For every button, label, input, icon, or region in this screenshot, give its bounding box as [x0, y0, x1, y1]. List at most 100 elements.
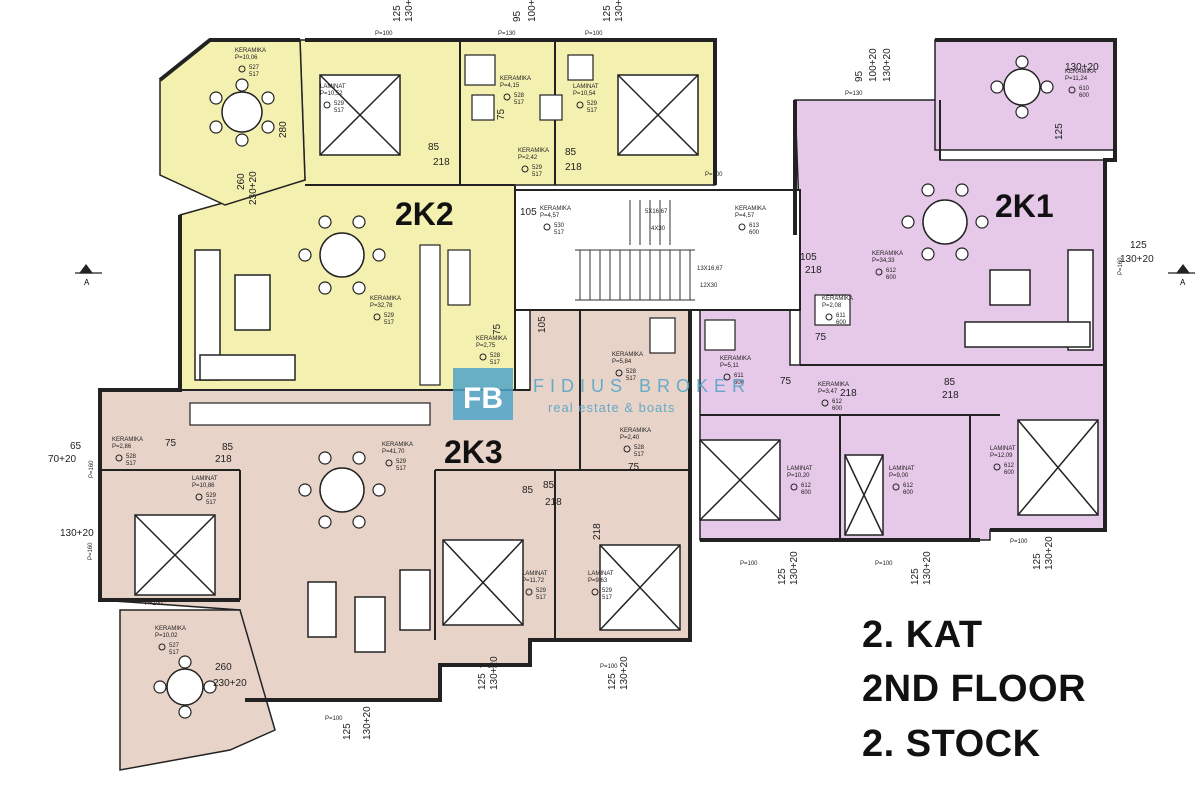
dimension-7-1: 75	[815, 332, 827, 343]
room-label-1-line-2: 529	[334, 101, 345, 107]
room-label-5-line-3: 517	[384, 320, 395, 326]
room-label-3-line-3: 517	[587, 108, 598, 114]
room-marker-6	[479, 353, 487, 361]
room-label-3-line-2: 529	[587, 101, 598, 107]
room-label-23-line-2: 612	[1004, 463, 1015, 469]
dimension-13-9: P=100	[705, 172, 723, 178]
room-label-5-line-1: P=32,78	[370, 303, 393, 309]
dining-tables	[166, 68, 1041, 706]
room-label-20-line-0: LAMINAT	[588, 571, 614, 577]
room-marker-12	[723, 373, 731, 381]
dimension-13-5: P=100	[145, 601, 163, 607]
walls	[98, 38, 1117, 702]
room-marker-11	[825, 313, 833, 321]
room-label-19-line-0: LAMINAT	[522, 571, 548, 577]
room-label-19-line-1: P=11,72	[522, 578, 545, 584]
dimension-4-5: 85	[543, 480, 555, 491]
sofas	[194, 249, 1094, 653]
room-label-24-line-1: P=10,02	[155, 633, 178, 639]
room-marker-7	[543, 223, 551, 231]
room-label-16-line-2: 528	[126, 454, 137, 460]
room-label-10-line-2: 612	[886, 268, 897, 274]
dimension-14-1: P=130	[845, 91, 863, 97]
room-label-20-line-3: 517	[602, 595, 613, 601]
dimension-13-8: P=100	[325, 716, 343, 722]
dimension-1-9: 130+20	[1065, 62, 1099, 73]
room-label-1-line-0: LAMINAT	[320, 84, 346, 90]
room-marker-8	[738, 223, 746, 231]
room-label-7-line-1: P=4,57	[540, 213, 560, 219]
room-label-14-line-1: P=5,84	[612, 359, 632, 365]
dimension-0-6: 125	[910, 568, 921, 585]
room-label-9-line-1: P=11,24	[1065, 76, 1088, 82]
room-label-24-line-2: 527	[169, 643, 180, 649]
room-label-2-line-0: KERAMIKA	[500, 76, 531, 82]
room-label-3-line-0: LAMINAT	[573, 84, 599, 90]
dimension-4-1: 85	[565, 147, 577, 158]
dimension-2-0: 95	[512, 10, 523, 22]
room-label-4-line-3: 517	[532, 172, 543, 178]
room-label-9-line-2: 610	[1079, 86, 1090, 92]
room-label-7-line-0: KERAMIKA	[540, 206, 571, 212]
room-label-11-line-0: KERAMIKA	[822, 296, 853, 302]
floor-title-german: 2. STOCK	[862, 723, 1041, 765]
dimension-15-1: P=160	[1118, 257, 1124, 275]
room-label-15-line-1: P=2,40	[620, 435, 640, 441]
dimension-4-2: 85	[522, 485, 534, 496]
room-label-12-line-0: KERAMIKA	[720, 356, 751, 362]
room-label-17-line-2: 529	[396, 459, 407, 465]
dimension-19-0: 12X30	[700, 283, 718, 289]
dimension-0-7: 125	[1032, 553, 1043, 570]
room-marker-22	[892, 483, 900, 491]
room-label-23-line-3: 600	[1004, 470, 1015, 476]
section-marker-right-label: A	[1180, 278, 1186, 287]
room-label-22-line-3: 600	[903, 490, 914, 496]
room-label-16-line-0: KERAMIKA	[112, 437, 143, 443]
room-label-0-line-0: KERAMIKA	[235, 48, 266, 54]
room-label-2-line-1: P=4,15	[500, 83, 520, 89]
watermark-logo	[453, 368, 513, 420]
room-label-17-line-1: P=41,70	[382, 449, 405, 455]
room-label-1-line-3: 517	[334, 108, 345, 114]
room-marker-19	[525, 588, 533, 596]
dimension-5-6: 218	[840, 388, 857, 399]
room-label-21-line-1: P=10,20	[787, 473, 810, 479]
dimension-0-0: 125	[392, 5, 403, 22]
room-marker-2	[503, 93, 511, 101]
room-label-16-line-1: P=2,86	[112, 444, 132, 450]
dimension-1-2: 130+20	[362, 706, 373, 740]
room-marker-16	[115, 454, 123, 462]
room-label-6-line-1: P=2,75	[476, 343, 496, 349]
dimension-1-8: 130+20	[1120, 254, 1154, 265]
dimension-6-2: 105	[537, 316, 548, 333]
watermark-name: FIDIUS BROKER	[533, 376, 751, 396]
dimension-13-3: P=100	[875, 561, 893, 567]
room-label-4-line-1: P=2,42	[518, 155, 538, 161]
dimension-0-9: 125	[1054, 123, 1065, 140]
room-label-22-line-2: 612	[903, 483, 914, 489]
dimension-4-3: 85	[944, 377, 956, 388]
room-label-7-line-3: 517	[554, 230, 565, 236]
dimension-13-7: P=100	[600, 664, 618, 670]
room-label-21-line-2: 612	[801, 483, 812, 489]
dimension-7-0: 75	[492, 323, 503, 335]
room-label-23-line-0: LAMINAT	[990, 446, 1016, 452]
dimension-0-3: 125	[477, 673, 488, 690]
dimension-5-2: 218	[545, 497, 562, 508]
room-label-18-line-0: LAMINAT	[192, 476, 218, 482]
room-marker-9	[1068, 86, 1076, 94]
room-marker-14	[615, 369, 623, 377]
dimension-5-3: 218	[805, 265, 822, 276]
unit-label-2k3: 2K3	[444, 434, 503, 470]
dining-chairs	[153, 55, 1054, 719]
dimension-1-3: 130+20	[489, 656, 500, 690]
room-label-21-line-3: 600	[801, 490, 812, 496]
kitchens	[189, 54, 851, 426]
room-label-22-line-1: P=9,00	[889, 473, 909, 479]
room-marker-21	[790, 483, 798, 491]
dimension-8-0: 260	[236, 173, 247, 190]
dimension-4-4: 85	[222, 442, 234, 453]
room-label-18-line-2: 529	[206, 493, 217, 499]
room-label-11-line-1: P=2,08	[822, 303, 842, 309]
dimension-7-3: 75	[165, 438, 177, 449]
